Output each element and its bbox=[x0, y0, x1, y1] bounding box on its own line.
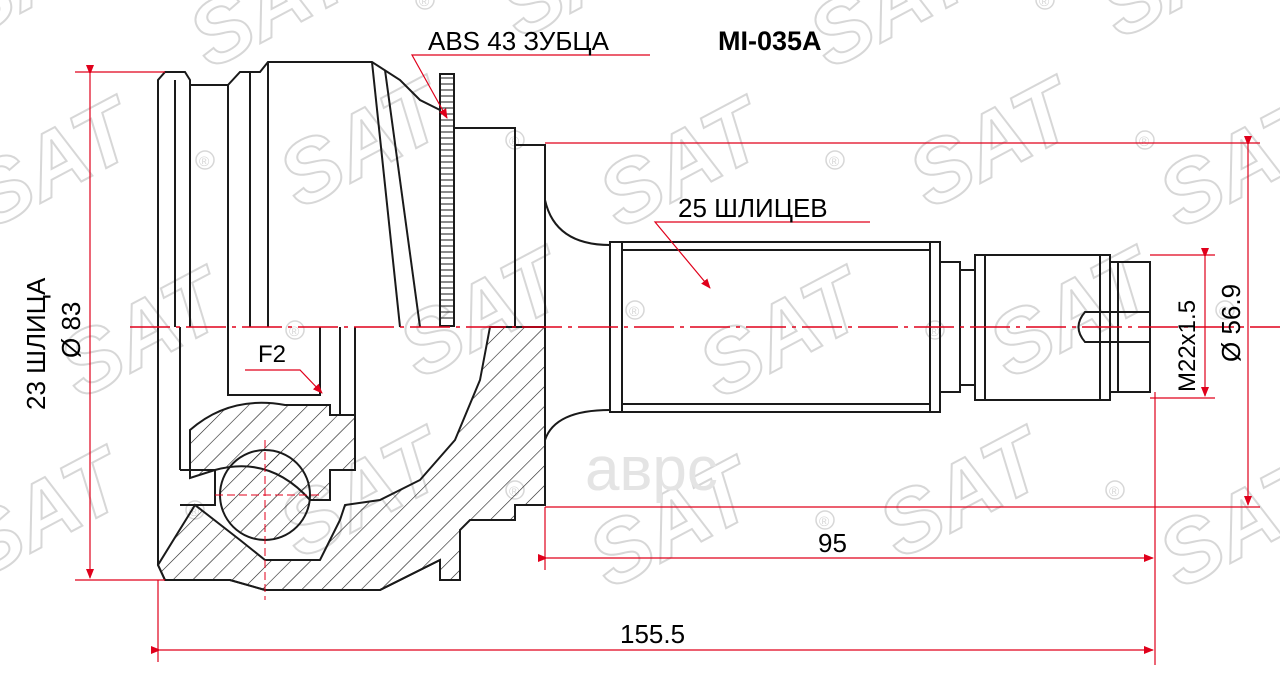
f2-leader bbox=[245, 369, 323, 394]
brand-badge-ring bbox=[815, 510, 835, 530]
inner-splines-label: 23 ШЛИЦА bbox=[21, 277, 51, 410]
thread-label: M22x1.5 bbox=[1174, 300, 1201, 392]
brand-watermark-text: SAT bbox=[792, 0, 994, 87]
brand-watermark-text: SAT bbox=[1142, 437, 1280, 607]
inner-race-lines bbox=[227, 327, 321, 396]
cage-left bbox=[180, 469, 216, 506]
abs-leader bbox=[410, 54, 650, 119]
brand-badge: ® bbox=[419, 0, 430, 9]
hub-length-label: 95 bbox=[818, 528, 847, 558]
brand-watermark-text: SAT bbox=[1142, 77, 1280, 247]
feature-label: F2 bbox=[258, 341, 286, 368]
bell-outline-top bbox=[227, 61, 441, 111]
bell-line-3 bbox=[371, 61, 401, 328]
brand-watermark-text: SAT bbox=[862, 407, 1064, 577]
brand-watermark-text: SAT bbox=[262, 57, 464, 227]
brand-watermark-text: SAT bbox=[0, 77, 154, 247]
shaft-neck-bottom bbox=[544, 409, 611, 441]
abs-teeth bbox=[440, 77, 454, 319]
brand-watermark-text: SAT bbox=[892, 57, 1094, 227]
store-watermark: аврс bbox=[585, 435, 718, 504]
housing-outline-top bbox=[157, 71, 191, 327]
brand-badge: ® bbox=[1109, 483, 1120, 499]
brand-badge: ® bbox=[289, 323, 300, 339]
outer-race-section bbox=[156, 326, 546, 591]
brand-badge: ® bbox=[829, 153, 840, 169]
brand-badge-ring bbox=[1105, 480, 1125, 500]
brand-badge: ® bbox=[1219, 303, 1230, 319]
brand-badge: ® bbox=[1039, 0, 1050, 9]
outer-diameter-label: Ø 56.9 bbox=[1216, 284, 1246, 362]
brand-watermark-text: SAT bbox=[682, 247, 884, 417]
abs-teeth-label: ABS 43 ЗУБЦА bbox=[428, 26, 610, 56]
shaft-neck-top bbox=[544, 199, 611, 246]
part-number: MI-035A bbox=[718, 26, 822, 56]
brand-badge-ring bbox=[825, 150, 845, 170]
brand-badge-ring bbox=[285, 320, 305, 340]
brand-badge: ® bbox=[819, 513, 830, 529]
brand-badge-ring bbox=[1215, 300, 1235, 320]
brand-badge-ring bbox=[1035, 0, 1055, 10]
total-length-label: 155.5 bbox=[620, 619, 685, 649]
cotter-hole bbox=[1077, 311, 1150, 343]
dimensions bbox=[75, 54, 1260, 665]
bell-line-4 bbox=[384, 69, 421, 328]
outer-splines-label: 25 ШЛИЦЕВ bbox=[678, 193, 828, 223]
brand-badge-ring bbox=[195, 150, 215, 170]
brand-watermark-text: SAT bbox=[0, 0, 134, 57]
brand-watermark-text: SAT bbox=[0, 427, 144, 597]
brand-badge: ® bbox=[199, 153, 210, 169]
labels: ABS 43 ЗУБЦА MI-035A 25 ШЛИЦЕВ F2 95 155… bbox=[21, 26, 1246, 649]
brand-badge: ® bbox=[1139, 133, 1150, 149]
brand-badge-ring bbox=[625, 300, 645, 320]
brand-badge-ring bbox=[925, 320, 945, 340]
abs-ring bbox=[439, 73, 455, 327]
inner-diameter-label: Ø 83 bbox=[56, 302, 86, 358]
brand-badge-ring bbox=[415, 0, 435, 10]
brand-badge-ring bbox=[1135, 130, 1155, 150]
splines-leader bbox=[653, 221, 870, 289]
brand-badge: ® bbox=[629, 303, 640, 319]
brand-badge: ® bbox=[929, 323, 940, 339]
brand-watermark-text: SAT bbox=[1082, 0, 1280, 57]
brand-watermark-text: SAT bbox=[172, 0, 374, 87]
